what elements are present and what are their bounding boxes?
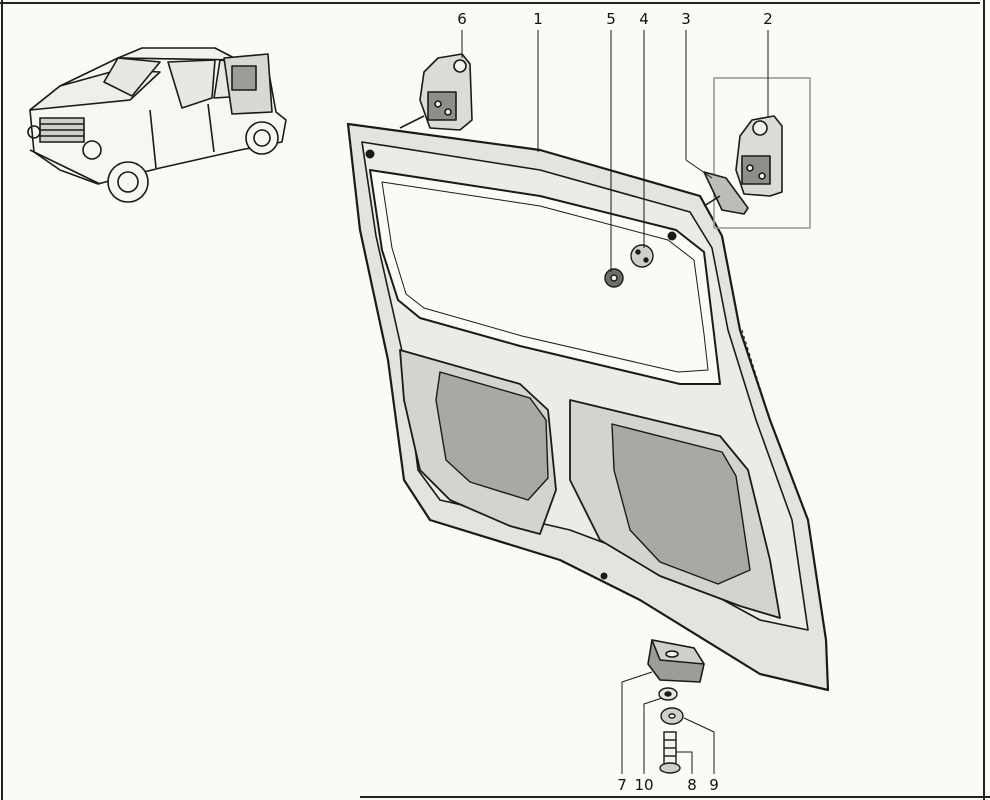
hinge-bracket-icon <box>399 53 473 131</box>
hinge-bracket-icon <box>703 115 783 215</box>
leader-lines <box>461 30 769 774</box>
leader-3b <box>685 159 713 179</box>
callout-10: 10 <box>634 776 654 794</box>
leader-8 <box>676 751 693 774</box>
striker-block-icon <box>647 639 705 683</box>
leader-10 <box>643 697 663 774</box>
detail-box <box>713 77 811 229</box>
callout-9: 9 <box>709 776 719 794</box>
callout-2: 2 <box>763 10 773 28</box>
callout-3: 3 <box>681 10 691 28</box>
callout-1: 1 <box>533 10 543 28</box>
bolt-icon <box>658 687 684 774</box>
callout-4: 4 <box>639 10 649 28</box>
car-illustration-icon <box>27 47 287 203</box>
fastener-icon <box>604 244 654 288</box>
callout-7: 7 <box>617 776 627 794</box>
callout-8: 8 <box>687 776 697 794</box>
callout-5: 5 <box>606 10 616 28</box>
leader-7 <box>621 671 653 774</box>
leader-9 <box>683 717 715 774</box>
callout-6: 6 <box>457 10 467 28</box>
tailgate-panel-icon <box>346 122 830 692</box>
